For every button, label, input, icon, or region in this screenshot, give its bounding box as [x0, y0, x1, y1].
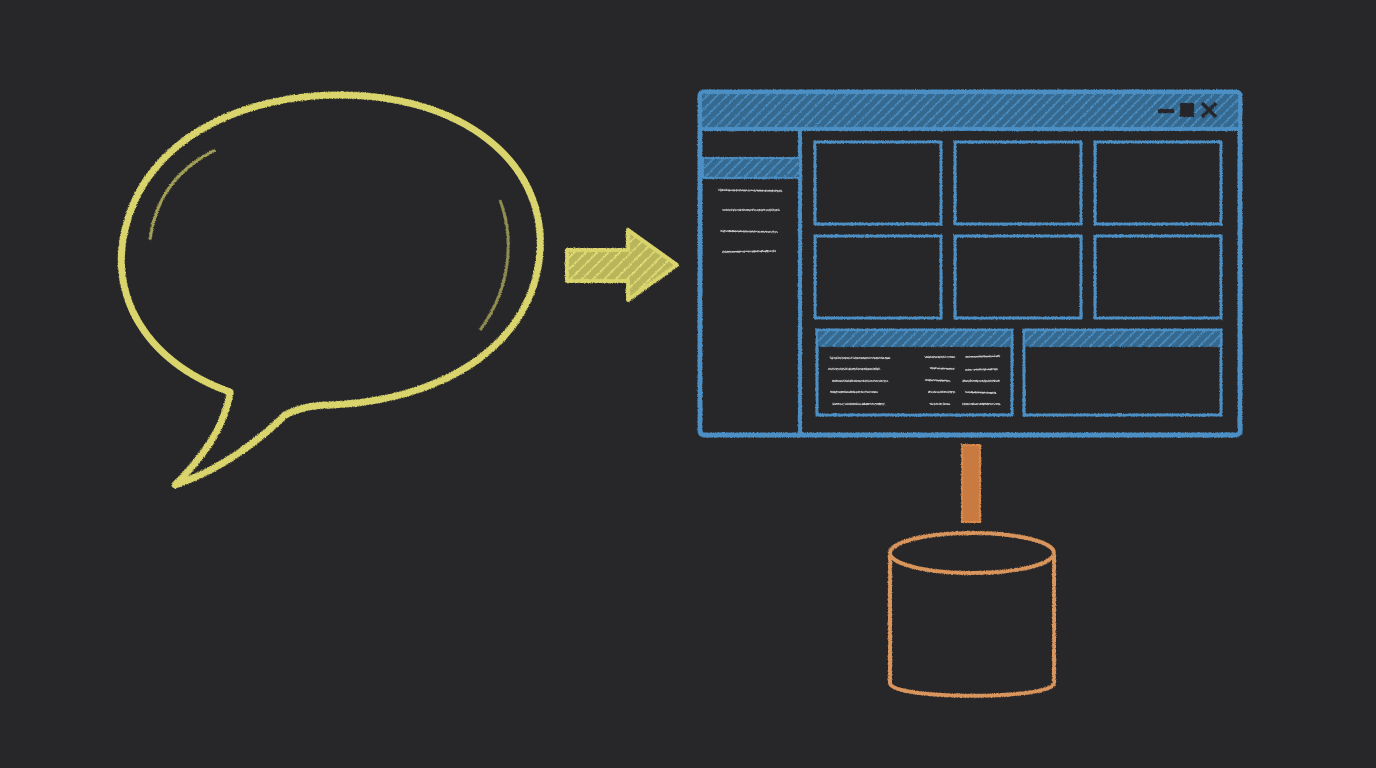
sidebar-lines [717, 189, 783, 253]
maximize-icon [1180, 103, 1194, 117]
card [953, 140, 1083, 226]
bubble-highlight [478, 199, 510, 331]
connector [961, 444, 981, 523]
sidebar-header [702, 157, 801, 179]
card [1093, 140, 1223, 226]
card [813, 140, 943, 226]
title-bar [702, 94, 1238, 128]
database-icon [888, 531, 1056, 698]
panel-table [815, 328, 1014, 417]
app-window-icon [697, 89, 1243, 438]
card [1093, 234, 1223, 320]
card [813, 234, 943, 320]
panel [1022, 328, 1223, 417]
table-lines [828, 355, 1001, 405]
speech-bubble-icon [117, 91, 544, 489]
bubble-highlight [148, 148, 216, 241]
arrow-right-icon [565, 228, 679, 302]
card [953, 234, 1083, 320]
close-icon [1200, 101, 1218, 119]
